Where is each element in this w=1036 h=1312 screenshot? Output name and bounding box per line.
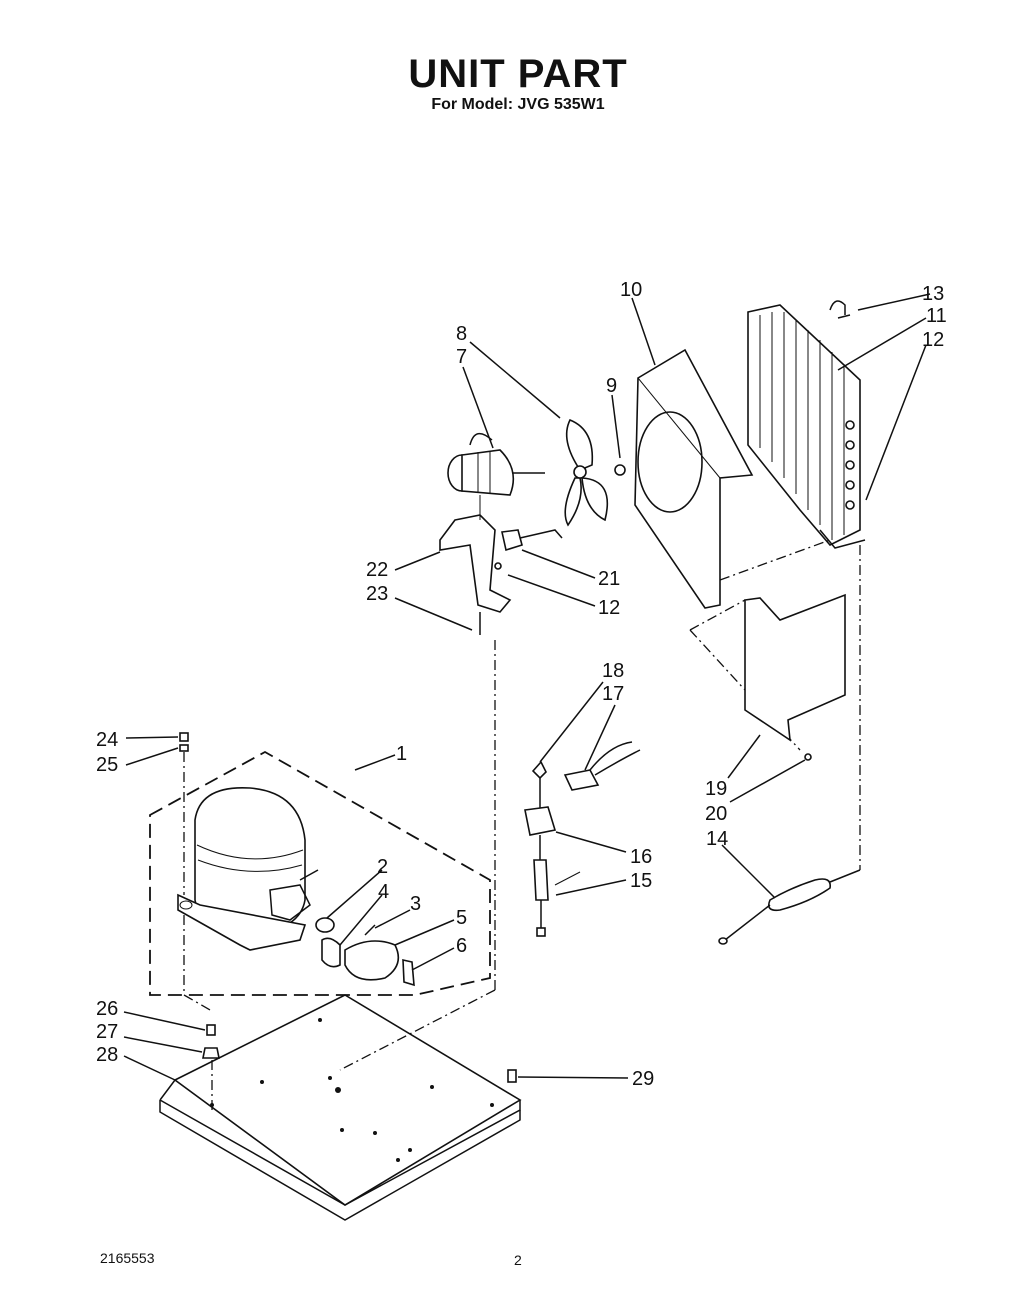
- callout-12b: 12: [598, 597, 620, 619]
- condenser-fan-motor: [447, 432, 545, 496]
- base-pan: [159, 994, 522, 1221]
- callout-15: 15: [630, 870, 652, 892]
- start-capacitor: [563, 741, 641, 791]
- callout-26: 26: [96, 998, 118, 1020]
- callout-8: 8: [456, 323, 467, 345]
- callout-17: 17: [602, 683, 624, 705]
- filter-drier: [718, 869, 861, 945]
- callout-24: 24: [96, 729, 118, 751]
- capacitor: [501, 529, 563, 552]
- callout-10: 10: [620, 279, 642, 301]
- baffle: [744, 593, 846, 761]
- callout-5: 5: [456, 907, 467, 929]
- callout-27: 27: [96, 1021, 118, 1043]
- callout-18: 18: [602, 660, 624, 682]
- callout-23: 23: [366, 583, 388, 605]
- callout-4: 4: [378, 881, 389, 903]
- fan-shroud: [634, 348, 754, 609]
- callout-12a: 12: [922, 329, 944, 351]
- callout-29: 29: [632, 1068, 654, 1090]
- callout-16: 16: [630, 846, 652, 868]
- mounting-hardware: [179, 732, 517, 1110]
- page-number: 2: [514, 1252, 522, 1268]
- callout-labels: 1 2 3 4 5 6 7 8 9 10 11 12 13 14 15 16 1…: [96, 279, 947, 1090]
- callout-22: 22: [366, 559, 388, 581]
- overload-parts: [315, 917, 415, 987]
- callout-1: 1: [396, 743, 407, 765]
- document-number: 2165553: [100, 1250, 155, 1266]
- compressor-assembly-outline: [149, 750, 491, 996]
- callout-3: 3: [410, 893, 421, 915]
- callout-25: 25: [96, 754, 118, 776]
- callout-19: 19: [705, 778, 727, 800]
- callout-11: 11: [926, 305, 947, 327]
- callout-28: 28: [96, 1044, 118, 1066]
- callout-14: 14: [706, 828, 728, 850]
- callout-7: 7: [456, 346, 467, 368]
- callout-21: 21: [598, 568, 620, 590]
- start-relay: [524, 760, 581, 937]
- callout-13: 13: [922, 283, 944, 305]
- page-title: UNIT PART: [408, 52, 628, 96]
- callout-2: 2: [377, 856, 388, 878]
- callout-20: 20: [705, 803, 727, 825]
- compressor: [177, 787, 319, 951]
- callout-9: 9: [606, 375, 617, 397]
- fan-blade: [564, 418, 626, 527]
- condenser-coil: [747, 300, 866, 549]
- motor-bracket: [339, 495, 512, 1071]
- callout-6: 6: [456, 935, 467, 957]
- model-subtitle: For Model: JVG 535W1: [431, 96, 605, 113]
- callout-leaders: [123, 293, 931, 1081]
